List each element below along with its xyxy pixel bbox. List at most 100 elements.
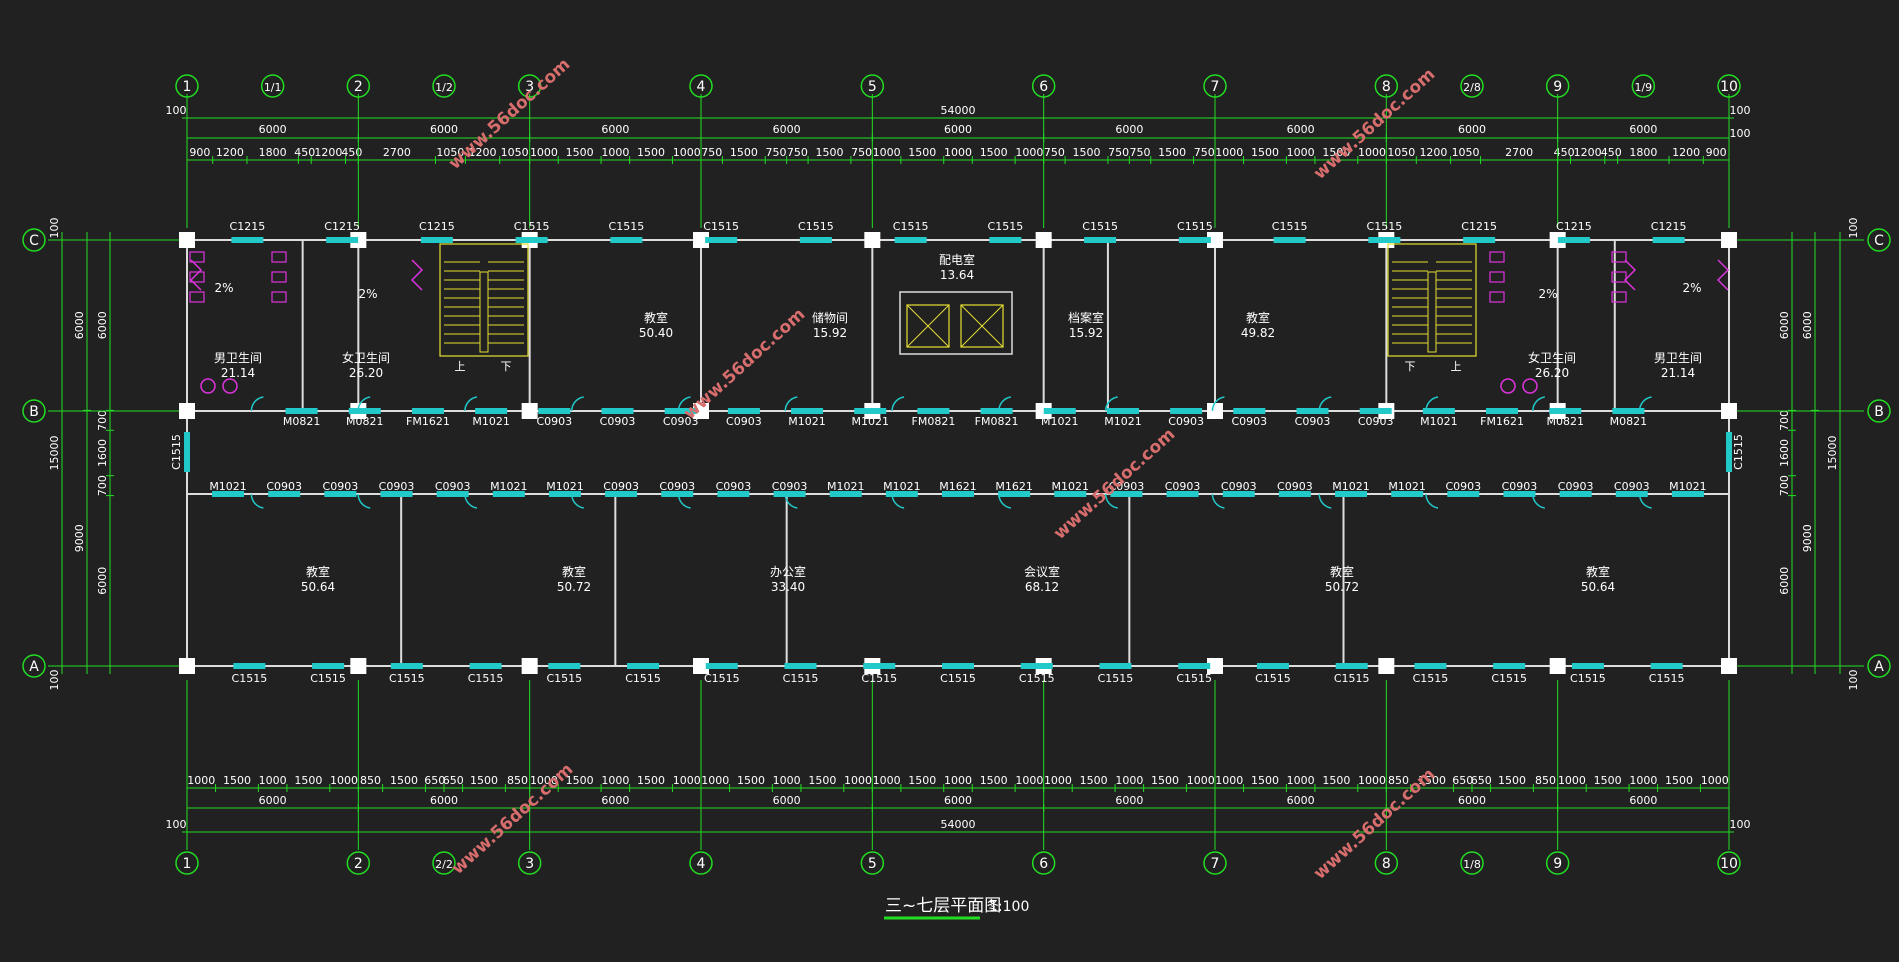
structural-column xyxy=(1721,232,1737,248)
left-inner-text: 6000 xyxy=(96,311,109,339)
window-label: C1515 xyxy=(988,220,1024,233)
toilet-fixture xyxy=(271,291,287,303)
room-name: 教室 xyxy=(306,564,330,579)
axis-bubble-top xyxy=(260,74,285,98)
top-total-dimension: 54000 xyxy=(941,104,976,117)
window-label: C1515 xyxy=(1176,672,1212,685)
door-swing xyxy=(250,493,264,509)
top-detail-text: 750 xyxy=(1194,146,1215,159)
axis-label-top: 1/9 xyxy=(1634,81,1652,94)
bottom-bay-text: 6000 xyxy=(259,794,287,807)
room-name: 男卫生间 xyxy=(1654,351,1702,365)
top-detail-text: 450 xyxy=(1554,146,1575,159)
axis-label-left: B xyxy=(29,404,39,420)
window-symbol xyxy=(285,408,318,414)
bottom-detail-text: 1500 xyxy=(980,774,1008,787)
axis-bubble-bottom xyxy=(1374,851,1399,875)
window-symbol xyxy=(998,491,1031,497)
window-label: C0903 xyxy=(379,480,415,493)
room-area: 21.14 xyxy=(221,366,255,380)
window-label: C1515 xyxy=(1649,672,1685,685)
room-area: 50.40 xyxy=(639,326,673,340)
window-label: M0821 xyxy=(1610,415,1648,428)
bottom-bay-text: 6000 xyxy=(773,794,801,807)
toilet-fixture xyxy=(1611,251,1627,263)
drawing-scale: 1:100 xyxy=(989,899,1029,915)
urinal-fixture xyxy=(410,259,424,291)
bottom-detail-text: 1500 xyxy=(1322,774,1350,787)
window-symbol xyxy=(1414,663,1447,669)
window-symbol xyxy=(1178,663,1211,669)
stair-outline xyxy=(439,243,529,357)
top-right-offset-2: 100 xyxy=(1730,127,1751,140)
window-symbol xyxy=(1368,237,1401,243)
window-symbol xyxy=(605,491,638,497)
elevator-car xyxy=(960,304,1004,348)
window-label: M1021 xyxy=(1104,415,1142,428)
window-symbol xyxy=(1256,663,1289,669)
room-name: 男卫生间 xyxy=(214,351,262,365)
window-label: C1215 xyxy=(324,220,360,233)
bottom-detail-text: 850 xyxy=(360,774,381,787)
window-symbol xyxy=(1099,663,1132,669)
window-symbol xyxy=(1559,491,1592,497)
top-detail-text: 1000 xyxy=(1358,146,1386,159)
room-name: 教室 xyxy=(1586,564,1610,579)
window-label: C0903 xyxy=(600,415,636,428)
window-label: C0903 xyxy=(1445,480,1481,493)
left-bottom-offset: 100 xyxy=(48,670,61,691)
window-symbol xyxy=(727,408,760,414)
bottom-detail-text: 1000 xyxy=(1044,774,1072,787)
top-detail-text: 2700 xyxy=(1505,146,1533,159)
axis-bubble-bottom xyxy=(1031,851,1056,875)
window-symbol xyxy=(1296,408,1329,414)
structural-column xyxy=(350,232,367,248)
axis-label-top: 1/2 xyxy=(435,81,453,94)
top-detail-text: 1000 xyxy=(873,146,901,159)
bottom-detail-text: 1000 xyxy=(1215,774,1243,787)
window-label: C0903 xyxy=(1502,480,1538,493)
top-detail-text: 750 xyxy=(1044,146,1065,159)
axis-bubble-top xyxy=(1631,74,1656,98)
top-detail-text: 1500 xyxy=(1322,146,1350,159)
window-symbol xyxy=(1166,491,1199,497)
right-inner-text: 6000 xyxy=(1778,567,1791,595)
axis-label-left: C xyxy=(29,233,39,249)
left-top-offset: 100 xyxy=(48,218,61,239)
bottom-detail-text: 1000 xyxy=(873,774,901,787)
window-symbol xyxy=(475,408,508,414)
door-swing xyxy=(1104,396,1118,412)
axis-bubble-top xyxy=(175,74,199,98)
axis-label-bottom: 1 xyxy=(183,856,192,872)
bottom-detail-text: 1000 xyxy=(601,774,629,787)
door-swing xyxy=(677,396,691,412)
window-symbol xyxy=(1652,237,1685,243)
bottom-detail-text: 1500 xyxy=(1498,774,1526,787)
bottom-detail-text: 1000 xyxy=(701,774,729,787)
top-detail-text: 750 xyxy=(1130,146,1151,159)
window-label: M1021 xyxy=(1669,480,1707,493)
window-label: C1515 xyxy=(1334,672,1370,685)
room-name: 女卫生间 xyxy=(1528,350,1576,365)
axis-bubble-right xyxy=(1867,654,1891,678)
axis-label-bottom: 10 xyxy=(1720,856,1738,872)
bottom-detail-text: 1000 xyxy=(1701,774,1729,787)
top-detail-text: 450 xyxy=(1601,146,1622,159)
top-bay-text: 6000 xyxy=(773,123,801,136)
room-area: 21.14 xyxy=(1661,366,1695,380)
axis-bubble-bottom xyxy=(346,851,371,875)
window-label: M0821 xyxy=(1546,415,1584,428)
axis-bubble-right xyxy=(1867,228,1891,252)
room-area: 26.20 xyxy=(1535,366,1569,380)
axis-label-bottom: 9 xyxy=(1553,856,1562,872)
window-symbol xyxy=(1043,408,1076,414)
window-symbol xyxy=(1178,237,1211,243)
axis-bubble-top xyxy=(1545,74,1570,98)
top-detail-text: 900 xyxy=(1706,146,1727,159)
toilet-fixture xyxy=(271,271,287,283)
window-label: C1515 xyxy=(1098,672,1134,685)
bottom-detail-text: 850 xyxy=(1535,774,1556,787)
window-label: C1515 xyxy=(861,672,897,685)
axis-bubble-bottom xyxy=(175,851,199,875)
